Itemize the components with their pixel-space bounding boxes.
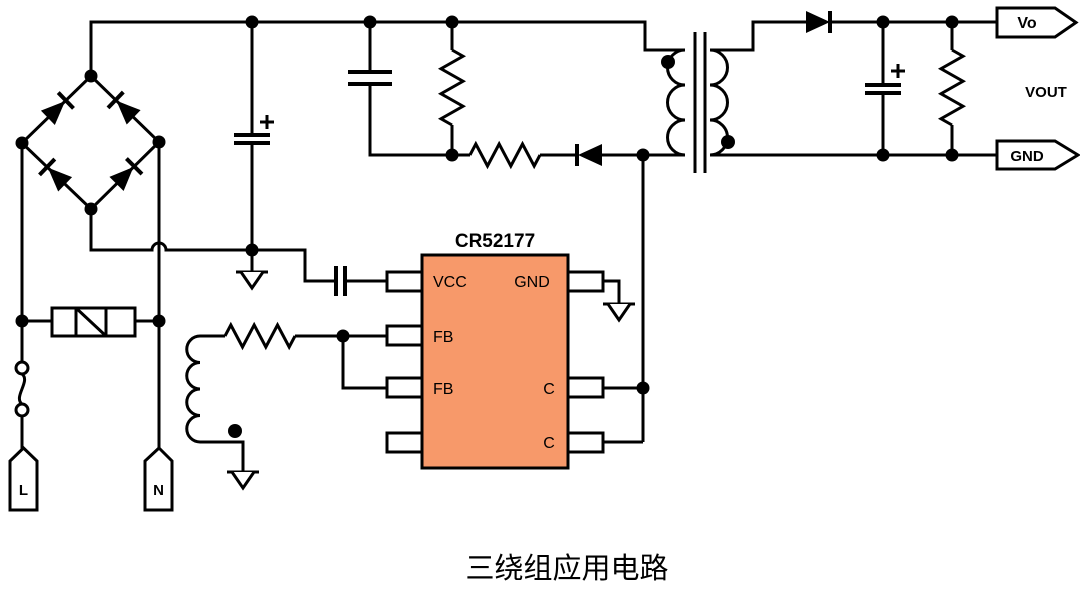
vcc-coupling-capacitor xyxy=(252,248,387,296)
diode-icon xyxy=(106,90,141,125)
pin-label-vcc: VCC xyxy=(433,274,467,291)
primary-phase-dot-icon xyxy=(661,55,675,69)
ic-title: CR52177 xyxy=(455,231,535,252)
bridge-rectifier xyxy=(15,69,166,216)
feedback-resistor xyxy=(200,321,350,351)
plus-icon xyxy=(260,115,274,129)
fuse xyxy=(15,306,166,338)
bridge-edges xyxy=(19,73,162,212)
fb-wire-lower xyxy=(341,336,387,390)
pin-nc xyxy=(385,431,424,454)
transformer-core xyxy=(693,32,707,173)
pin-label-gnd: GND xyxy=(514,274,550,291)
snubber-resistor-horizontal xyxy=(452,140,577,170)
aux-winding xyxy=(185,334,245,472)
snubber-resistor-vertical xyxy=(437,15,467,162)
diode-icon xyxy=(38,157,73,192)
pin-fb-upper xyxy=(385,324,424,347)
transformer xyxy=(643,20,997,173)
pin-label-c-upper: C xyxy=(543,381,555,398)
plus-icon xyxy=(891,64,905,78)
pin-c-upper xyxy=(566,376,605,399)
snubber-capacitor xyxy=(348,15,452,157)
bridge-bottom-wire xyxy=(89,209,252,252)
pin-c-lower xyxy=(566,431,605,454)
ground-icon xyxy=(236,250,268,291)
pin-label-c-lower: C xyxy=(543,435,555,452)
snubber-diode-icon xyxy=(575,144,643,166)
ground-icon xyxy=(603,279,635,323)
breaker-icon xyxy=(14,321,30,449)
n-terminal: N xyxy=(143,445,174,512)
top-rail-wire xyxy=(89,20,685,76)
caption: 三绕组应用电路 xyxy=(465,552,668,585)
ic-cr52177: CR52177 VCC GND FB FB C C xyxy=(385,231,605,470)
pin-label-fb-lower: FB xyxy=(433,381,453,398)
diode-icon xyxy=(40,91,75,126)
n-terminal-label: N xyxy=(153,482,164,499)
l-terminal-label: L xyxy=(19,482,28,499)
input-bulk-capacitor xyxy=(234,15,274,257)
output-gnd-terminal: GND xyxy=(995,139,1080,171)
drain-line xyxy=(603,148,650,444)
vo-terminal-label: Vo xyxy=(1017,15,1036,32)
ic-body xyxy=(420,253,570,470)
pin-vcc xyxy=(385,270,424,293)
ground-icon xyxy=(227,470,259,491)
pin-gnd xyxy=(566,270,605,293)
output-capacitor xyxy=(865,15,905,162)
gnd-terminal-label: GND xyxy=(1010,148,1044,165)
pin-fb-lower xyxy=(385,376,424,399)
output-resistor xyxy=(937,15,967,162)
aux-phase-dot-icon xyxy=(228,424,242,438)
diode-icon xyxy=(109,157,144,192)
pin-label-fb-upper: FB xyxy=(433,329,453,346)
vo-terminal: Vo xyxy=(995,6,1079,39)
output-diode-icon xyxy=(806,11,997,33)
secondary-phase-dot-icon xyxy=(721,135,735,149)
l-terminal: L xyxy=(8,445,39,512)
vout-label: VOUT xyxy=(1025,84,1067,101)
